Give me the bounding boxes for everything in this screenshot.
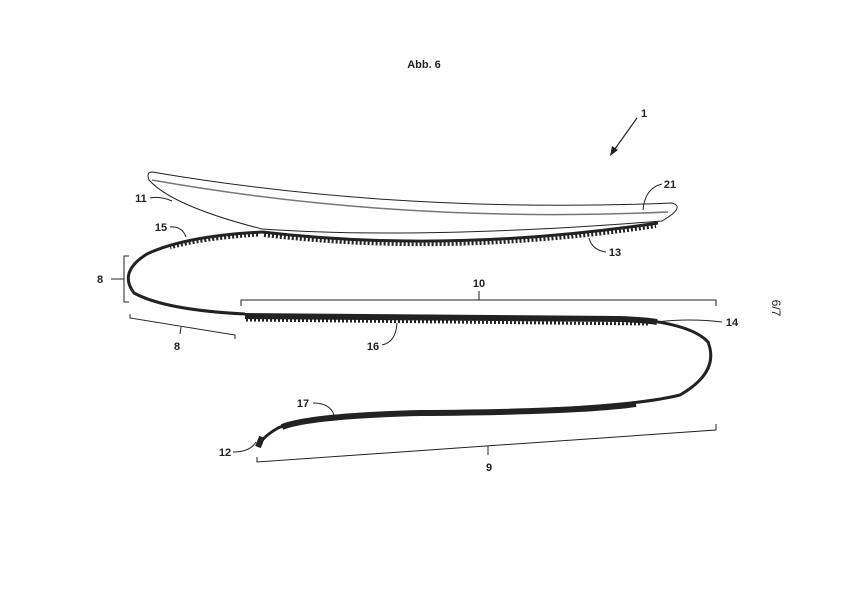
figure-title: Abb. 6	[407, 59, 441, 71]
leader-lines	[149, 183, 723, 453]
ref-15: 15	[155, 222, 167, 234]
fastener-strip	[126, 221, 713, 449]
dimension-brackets	[111, 255, 717, 463]
ref-11: 11	[135, 193, 147, 205]
ref-1: 1	[641, 108, 647, 120]
ref-14: 14	[726, 317, 739, 329]
ref-10: 10	[473, 278, 485, 290]
ref-8-bottom: 8	[174, 341, 180, 353]
insole	[147, 171, 678, 234]
ref-9: 9	[486, 462, 492, 474]
ref-12: 12	[219, 447, 231, 459]
arrow-icon	[610, 117, 638, 156]
ref-8-side: 8	[97, 274, 103, 286]
sheet-number: 6/7	[769, 300, 783, 317]
ref-13: 13	[609, 247, 621, 259]
ref-21: 21	[664, 179, 676, 191]
ref-16: 16	[367, 341, 379, 353]
ref-17: 17	[297, 398, 309, 410]
